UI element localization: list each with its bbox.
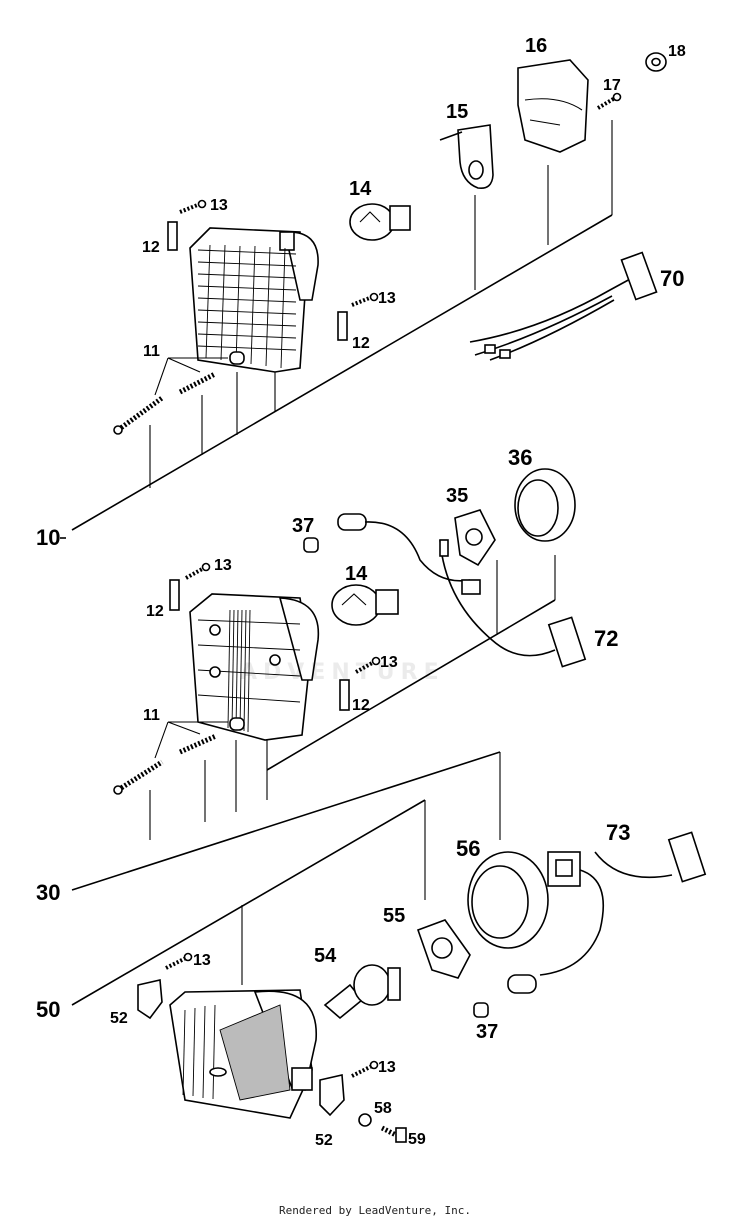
headlight-housing-50 xyxy=(169,989,317,1119)
label-11b: 11 xyxy=(143,707,160,724)
label-15: 15 xyxy=(446,101,468,123)
screw-11c xyxy=(113,759,164,795)
watermark-text: ADVENTURE xyxy=(240,660,445,685)
label-70: 70 xyxy=(660,266,684,291)
label-58: 58 xyxy=(374,1100,392,1117)
assembly-30 xyxy=(60,468,587,891)
label-35: 35 xyxy=(446,485,468,507)
bulb-14b xyxy=(331,584,399,626)
bolt-59 xyxy=(380,1125,407,1143)
bulb-14a xyxy=(349,203,411,241)
screw-13b xyxy=(351,295,373,307)
label-55: 55 xyxy=(383,905,405,927)
label-13b: 13 xyxy=(378,290,396,307)
part-labels: 10 11 12 12 13 13 14 15 16 17 18 70 30 1… xyxy=(36,35,686,1149)
bulb-37b xyxy=(473,974,537,1018)
label-50: 50 xyxy=(36,997,60,1022)
label-37b: 37 xyxy=(476,1021,498,1043)
harness-73 xyxy=(539,831,707,976)
label-13d: 13 xyxy=(380,654,398,671)
label-14a: 14 xyxy=(349,178,372,200)
screw-13e xyxy=(165,956,187,970)
label-12c: 12 xyxy=(146,603,164,620)
ring-56 xyxy=(467,851,549,949)
nut-11 xyxy=(229,351,245,365)
clip-52b xyxy=(319,1074,345,1117)
assembly-10 xyxy=(71,52,667,531)
socket-35 xyxy=(454,509,496,567)
label-52a: 52 xyxy=(110,1010,128,1027)
grommet-18 xyxy=(645,52,667,72)
assembly-50 xyxy=(71,752,707,1143)
clip-52a xyxy=(137,979,163,1020)
screw-13c xyxy=(185,566,205,580)
nut-11b xyxy=(229,717,245,731)
label-54: 54 xyxy=(314,945,337,967)
washer-58 xyxy=(358,1113,372,1127)
label-12a: 12 xyxy=(142,239,160,256)
socket-55 xyxy=(416,919,471,979)
harness-70 xyxy=(469,251,658,361)
label-17: 17 xyxy=(603,77,621,94)
label-72: 72 xyxy=(594,626,618,651)
clip-12d xyxy=(339,679,350,711)
headlight-housing-30 xyxy=(189,593,320,741)
label-13c: 13 xyxy=(214,557,232,574)
label-12d: 12 xyxy=(352,697,370,714)
screw-17 xyxy=(596,96,617,110)
screw-11b xyxy=(178,371,217,395)
clip-12c xyxy=(169,579,180,611)
label-13f: 13 xyxy=(378,1059,396,1076)
cover-16 xyxy=(517,59,589,153)
label-18: 18 xyxy=(668,43,686,60)
clip-12b xyxy=(337,311,348,341)
label-16: 16 xyxy=(525,35,547,57)
label-36: 36 xyxy=(508,445,532,470)
bulb-54 xyxy=(323,964,401,1020)
bracket-15 xyxy=(439,124,494,190)
label-59: 59 xyxy=(408,1131,426,1148)
label-12b: 12 xyxy=(352,335,370,352)
label-13e: 13 xyxy=(193,952,211,969)
footer-credit: Rendered by LeadVenture, Inc. xyxy=(278,1204,472,1217)
screw-11d xyxy=(178,733,218,755)
label-13a: 13 xyxy=(210,197,228,214)
label-10: 10 xyxy=(36,525,60,550)
label-73: 73 xyxy=(606,820,630,845)
label-11a: 11 xyxy=(143,343,160,360)
screw-13a xyxy=(179,202,201,214)
label-14b: 14 xyxy=(345,563,368,585)
label-30: 30 xyxy=(36,880,60,905)
label-37a: 37 xyxy=(292,515,314,537)
headlight-housing-10 xyxy=(189,227,319,373)
label-52b: 52 xyxy=(315,1132,333,1149)
screw-11a xyxy=(113,395,164,435)
harness-72 xyxy=(364,521,587,668)
label-56: 56 xyxy=(456,836,480,861)
screw-13d xyxy=(355,660,375,674)
clip-12a xyxy=(167,221,178,251)
screw-13f xyxy=(351,1064,373,1078)
ring-36 xyxy=(514,468,576,542)
